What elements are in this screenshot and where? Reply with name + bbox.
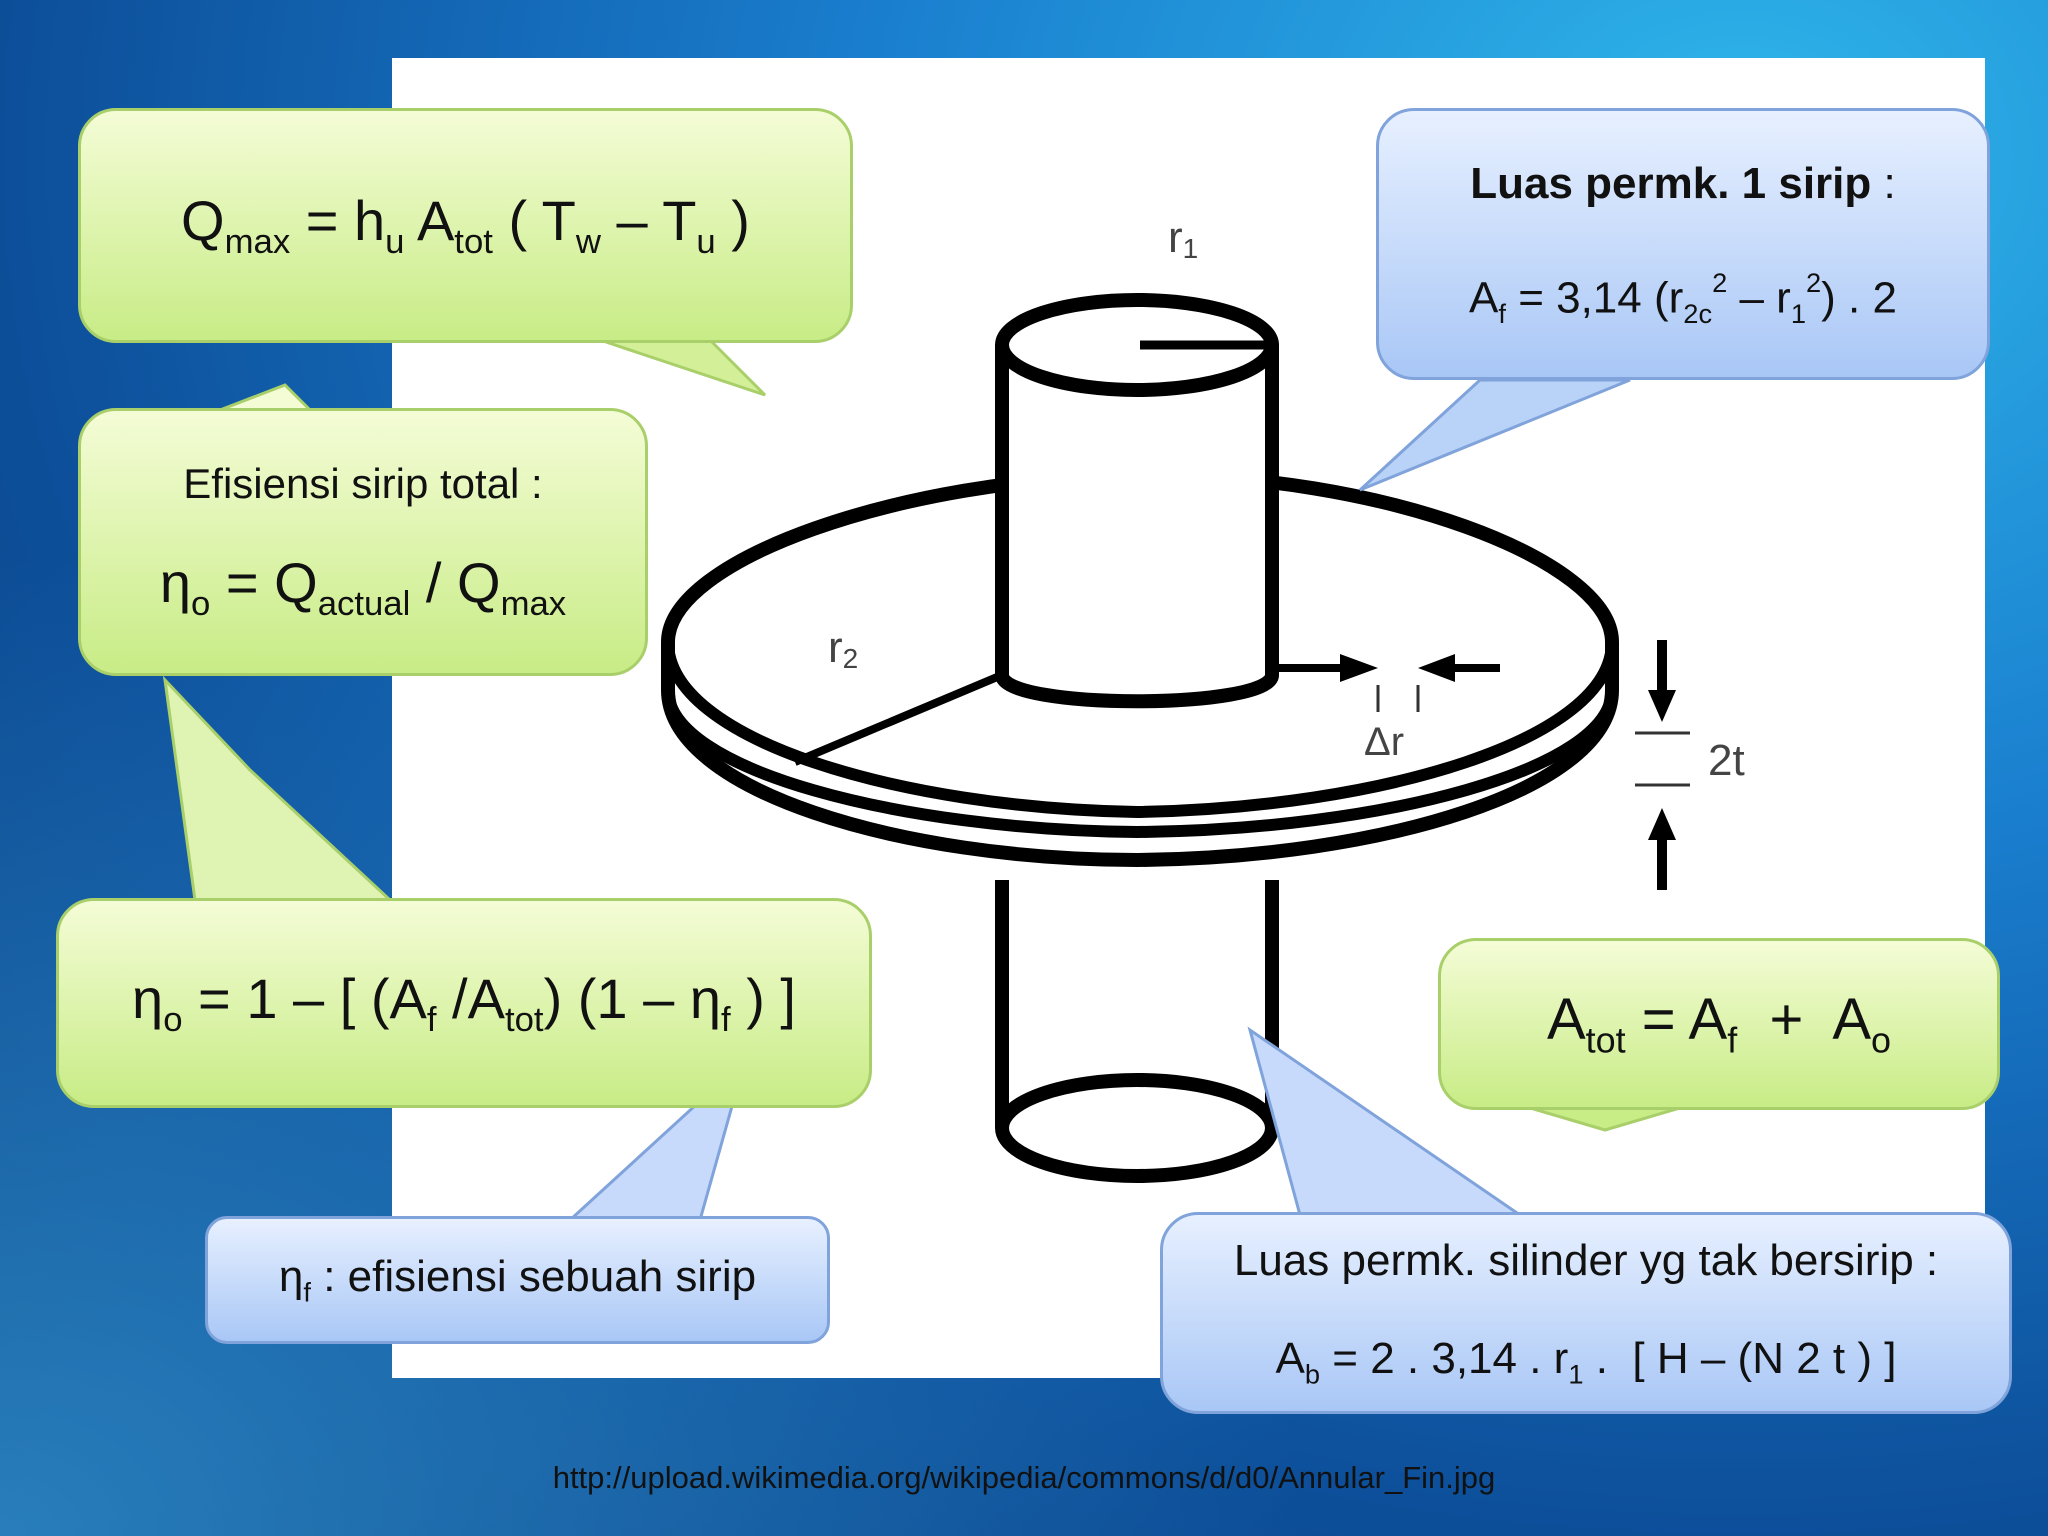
qmax-callout: Qmax = hu Atot ( Tw – Tu )	[78, 108, 853, 343]
efficiency-tail-top	[219, 383, 314, 412]
fin-area-title: Luas permk. 1 sirip :	[1470, 158, 1896, 208]
qmax-formula: Qmax = hu Atot ( Tw – Tu )	[181, 189, 750, 262]
thickness-label: 2t	[1708, 736, 1745, 785]
fin-area-tail	[1358, 378, 1631, 492]
r2-label: r2	[828, 623, 858, 674]
eta-f-definition: ηf : efisiensi sebuah sirip	[278, 1251, 757, 1308]
delta-r-label: Δr	[1364, 720, 1404, 764]
thickness-arrows	[1635, 640, 1690, 890]
source-url: http://upload.wikimedia.org/wikipedia/co…	[552, 1460, 1496, 1495]
upper-cylinder	[995, 293, 1279, 709]
total-area-formula: Atot = Af + Ao	[1546, 987, 1892, 1061]
efficiency-tail-bottom	[162, 675, 394, 902]
r2-radius-line	[793, 671, 1004, 766]
delta-r-arrows	[1272, 654, 1500, 712]
total-area-callout: Atot = Af + Ao	[1438, 938, 2000, 1110]
eta-f-definition-callout: ηf : efisiensi sebuah sirip	[205, 1216, 830, 1344]
fin-area-formula: Af = 3,14 (r2c2 – r12) . 2	[1469, 266, 1897, 329]
efficiency-total-formula: ηo = Qactual / Qmax	[159, 550, 567, 624]
r1-label: r1	[1168, 213, 1198, 264]
eta-formula: ηo = 1 – [ (Af /Atot) (1 – ηf ) ]	[132, 966, 796, 1040]
unfinned-area-title: Luas permk. silinder yg tak bersirip :	[1233, 1235, 1939, 1285]
fin-area-callout: Luas permk. 1 sirip : Af = 3,14 (r2c2 – …	[1376, 108, 1990, 380]
unfinned-area-formula: Ab = 2 . 3,14 . r1 . [ H – (N 2 t ) ]	[1275, 1333, 1897, 1390]
efficiency-total-callout: Efisiensi sirip total : ηo = Qactual / Q…	[78, 408, 648, 676]
unfinned-area-callout: Luas permk. silinder yg tak bersirip : A…	[1160, 1212, 2012, 1414]
efficiency-total-title: Efisiensi sirip total :	[183, 459, 543, 507]
eta-formula-callout: ηo = 1 – [ (Af /Atot) (1 – ηf ) ]	[56, 898, 872, 1108]
